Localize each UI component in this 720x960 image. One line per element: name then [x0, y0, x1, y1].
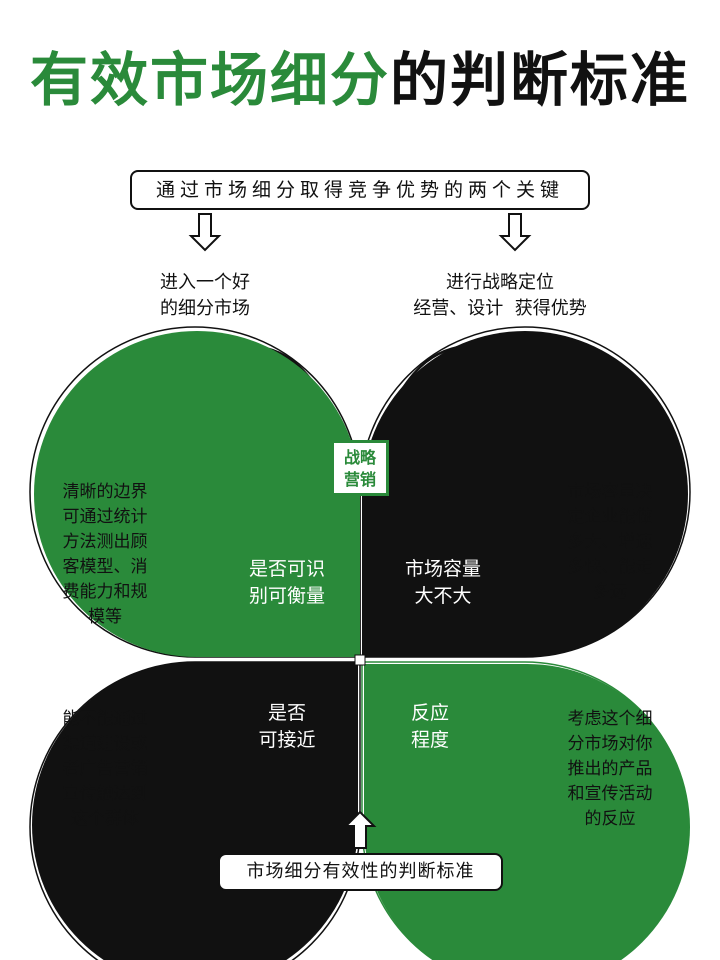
side-note-bottom-left: 能不能通过 渠道建设或 者广告营销 宣传触达到 这个群体 [40, 707, 170, 832]
key-left-text: 进入一个好 的细分市场 [130, 270, 280, 322]
side-note-top-right: 市场容量决 定企业能做 多大、增速 多快、能走 多远 [545, 480, 675, 605]
petal-label-market-size: 市场容量 大不大 [368, 556, 518, 610]
side-note-top-left: 清晰的边界 可通过统计 方法测出顾 客模型、消 费能力和规 模等 [40, 480, 170, 630]
side-note-bottom-right: 考虑这个细 分市场对你 推出的产品 和宣传活动 的反应 [545, 707, 675, 832]
strategy-marketing-badge: 战略 营销 [331, 440, 389, 496]
key-right-text: 进行战略定位 经营、设计 获得优势 [380, 270, 620, 322]
petal-label-accessible: 是否 可接近 [212, 700, 362, 754]
down-arrow-right-icon [501, 214, 529, 250]
down-arrow-left-icon [191, 214, 219, 250]
petal-label-identifiable: 是否可识 别可衡量 [212, 556, 362, 610]
petal-label-response: 反应 程度 [355, 700, 505, 754]
bottom-criteria-box: 市场细分有效性的判断标准 [218, 853, 503, 891]
